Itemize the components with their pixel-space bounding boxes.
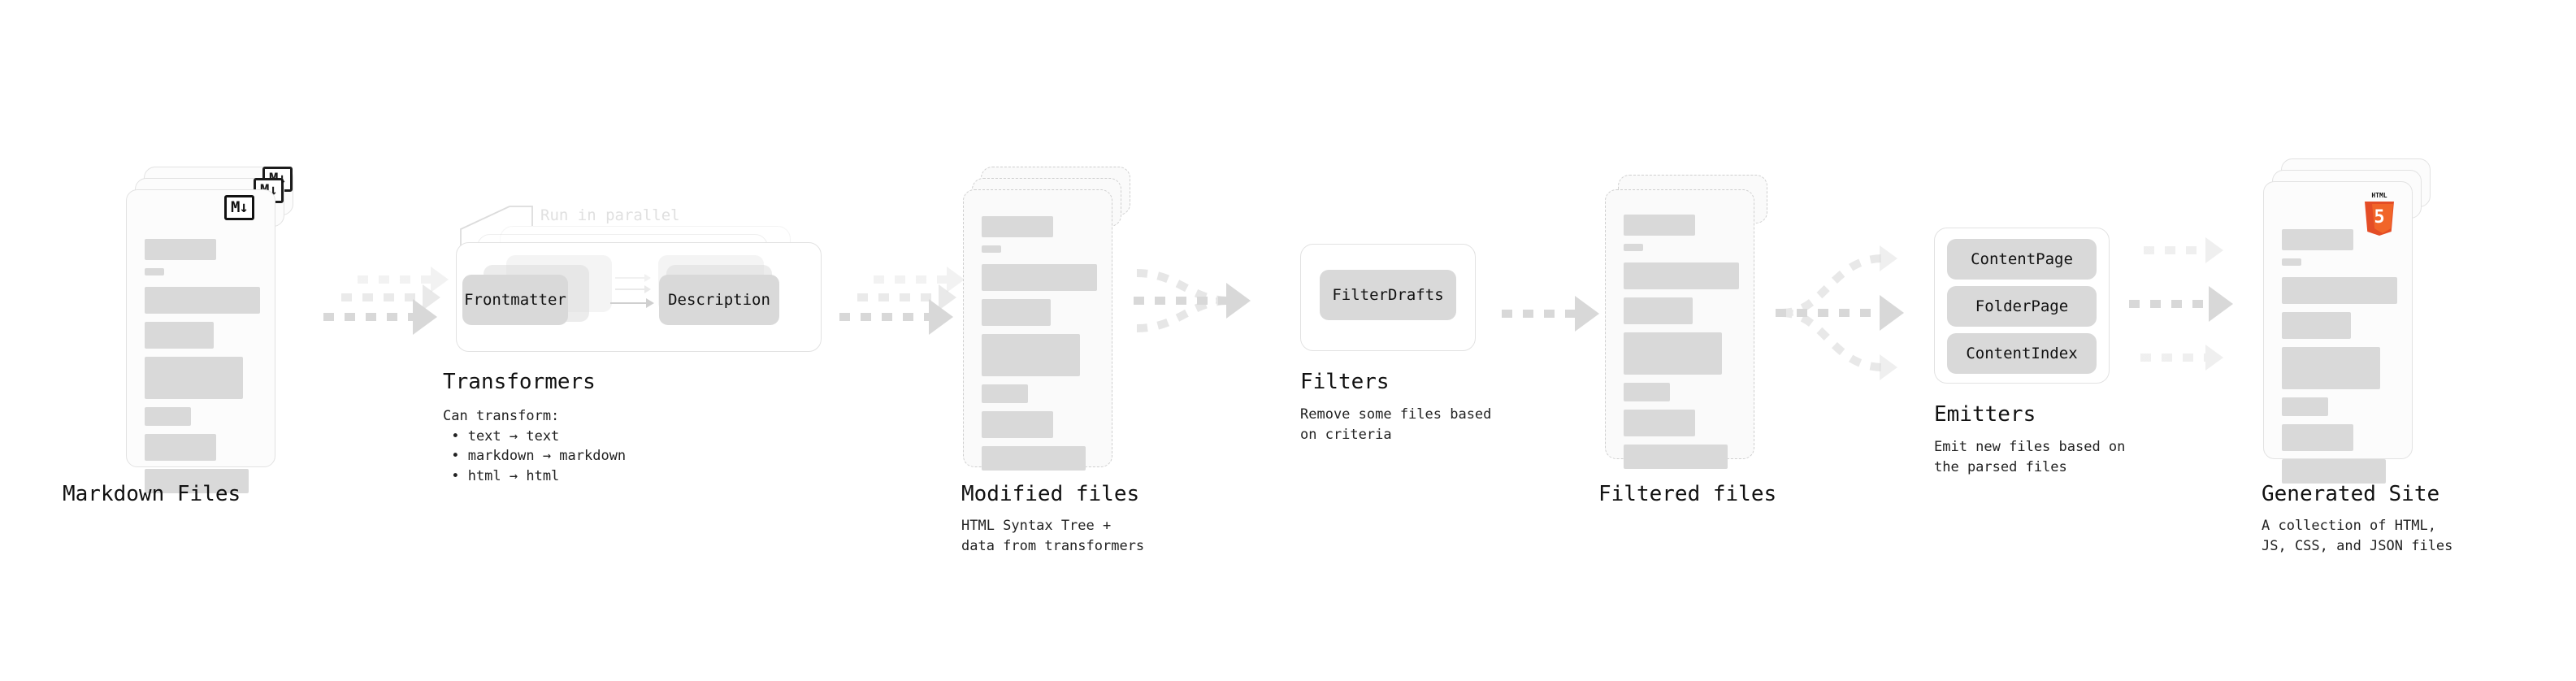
document-card-front: HTML 5	[2263, 181, 2413, 484]
content-bar	[2282, 229, 2354, 250]
stage-label-filters: Filters	[1300, 370, 1390, 394]
content-bar	[145, 322, 215, 349]
content-bar	[982, 384, 1028, 403]
emitter-chip-contentindex[interactable]: ContentIndex	[1947, 333, 2097, 374]
stage-label-emitters: Emitters	[1934, 402, 2036, 427]
document-card-front	[1605, 189, 1754, 469]
content-bar	[2282, 424, 2354, 451]
arrow-filtered-to-emitters	[1776, 236, 1930, 390]
content-bar	[145, 239, 217, 260]
content-bar	[1624, 445, 1728, 469]
stage-sublabel-modified-files: HTML Syntax Tree + data from transformer…	[961, 518, 1145, 554]
stage-label-markdown-files: Markdown Files	[63, 482, 241, 506]
stage-markdown-files: M↓ M↓ M↓	[63, 167, 293, 506]
document-card-front: M↓	[126, 189, 275, 493]
content-bar	[145, 357, 243, 399]
content-bar	[1624, 410, 1696, 436]
content-bar	[982, 264, 1097, 291]
stage-label-modified-files: Modified files	[961, 482, 1140, 506]
merge-path	[1134, 269, 1231, 332]
content-bar	[145, 268, 165, 275]
stage-filtered-files: Filtered files	[1598, 175, 1776, 506]
filter-chip-filterdrafts[interactable]: FilterDrafts	[1320, 270, 1456, 320]
content-bar	[982, 245, 1002, 253]
emitter-chip-folderpage[interactable]: FolderPage	[1947, 286, 2097, 327]
content-bar	[145, 407, 191, 426]
emitter-chip-contentpage[interactable]: ContentPage	[1947, 239, 2097, 280]
stage-label-filtered-files: Filtered files	[1598, 482, 1777, 506]
generated-site-file-stack: HTML 5	[2263, 158, 2431, 484]
run-in-parallel-bracket	[460, 206, 533, 247]
content-bar	[145, 434, 217, 461]
content-bar	[1624, 244, 1644, 251]
arrow-modified-to-filters	[1134, 258, 1280, 348]
document-content-bars	[145, 239, 260, 493]
document-content-bars	[1624, 215, 1739, 469]
stage-modified-files: Modified files HTML Syntax Tree + data f…	[961, 167, 1144, 554]
transformer-chip-frontmatter[interactable]: Frontmatter	[462, 275, 568, 325]
stage-generated-site: HTML 5 Generated Site A colle	[2262, 158, 2452, 554]
document-card-front	[963, 189, 1112, 471]
content-bar	[2282, 277, 2397, 304]
content-bar	[982, 299, 1052, 326]
content-bar	[1624, 332, 1722, 375]
filtered-file-stack	[1605, 175, 1772, 475]
content-bar	[145, 287, 260, 314]
run-in-parallel-label: Run in parallel	[540, 206, 680, 224]
content-bar	[2282, 459, 2386, 484]
content-bar	[2282, 397, 2328, 416]
content-bar	[1624, 297, 1693, 324]
content-bar	[2282, 258, 2302, 266]
content-bar	[2282, 312, 2352, 339]
stage-label-transformers: Transformers	[443, 370, 596, 394]
content-bar	[1624, 262, 1739, 289]
transformer-chip-description[interactable]: Description	[659, 275, 779, 325]
content-bar	[982, 334, 1080, 376]
content-bar	[1624, 383, 1670, 401]
document-content-bars	[2282, 229, 2397, 484]
content-bar	[982, 216, 1054, 237]
content-bar	[1624, 215, 1696, 236]
fanout-path	[1776, 254, 1884, 371]
document-content-bars	[982, 216, 1097, 471]
content-bar	[145, 469, 249, 493]
stage-sublabel-generated-site: A collection of HTML, JS, CSS, and JSON …	[2262, 518, 2453, 554]
content-bar	[2282, 347, 2380, 389]
content-bar	[982, 446, 1086, 471]
modified-file-stack	[963, 167, 1130, 471]
stage-sublabel-filters: Remove some files based on criteria	[1300, 406, 1492, 443]
stage-label-generated-site: Generated Site	[2262, 482, 2440, 506]
markdown-file-stack: M↓ M↓ M↓	[126, 167, 293, 493]
markdown-badge-icon: M↓	[224, 195, 254, 220]
content-bar	[982, 411, 1054, 438]
stage-sublabel-emitters: Emit new files based on the parsed files	[1934, 439, 2126, 475]
stage-sublabel-transformers: Can transform: • text → text • markdown …	[443, 408, 627, 484]
